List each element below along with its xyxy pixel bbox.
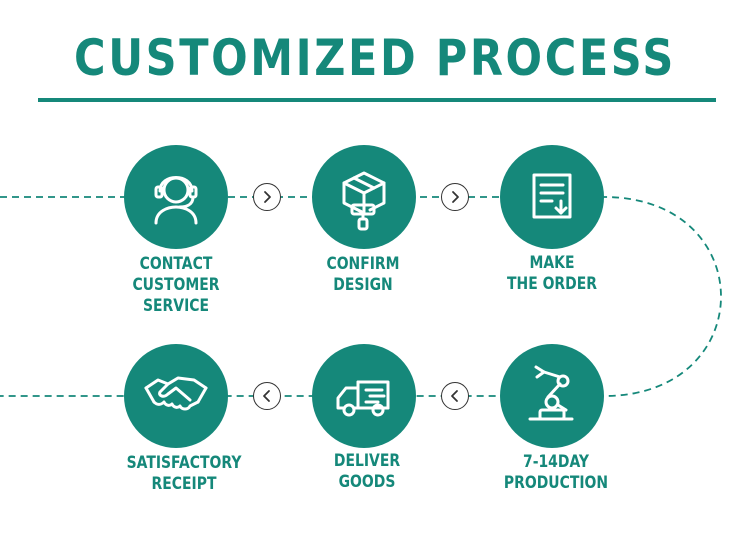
step-make-the-order (500, 145, 604, 249)
chevron-right-icon (441, 183, 469, 211)
chevron-left-icon (253, 382, 281, 410)
step-label-confirm: CONFIRM DESIGN (326, 254, 400, 295)
step-label-order: MAKE THE ORDER (507, 253, 597, 294)
title-underline (38, 98, 716, 102)
box-paint-roller-icon (342, 171, 386, 231)
step-deliver-goods (312, 344, 416, 448)
step-contact-customer-service (124, 145, 228, 249)
step-label-deliver: DELIVER GOODS (333, 451, 401, 492)
step-label-production: 7-14DAY PRODUCTION (503, 452, 609, 493)
robot-arm-icon (528, 365, 574, 421)
chevron-right-icon (253, 183, 281, 211)
delivery-truck-icon (336, 380, 390, 417)
headset-agent-icon (154, 176, 198, 225)
step-label-receipt: SATISFACTORY RECEIPT (126, 453, 242, 494)
page-title: CUSTOMIZED PROCESS (74, 29, 676, 87)
chevron-left-icon (441, 382, 469, 410)
step-label-contact: CONTACT CUSTOMER SERVICE (132, 254, 220, 316)
step-confirm-design (312, 145, 416, 249)
step-production (500, 344, 604, 448)
step-satisfactory-receipt (124, 344, 228, 448)
order-document-icon (532, 173, 572, 219)
handshake-icon (144, 376, 208, 411)
